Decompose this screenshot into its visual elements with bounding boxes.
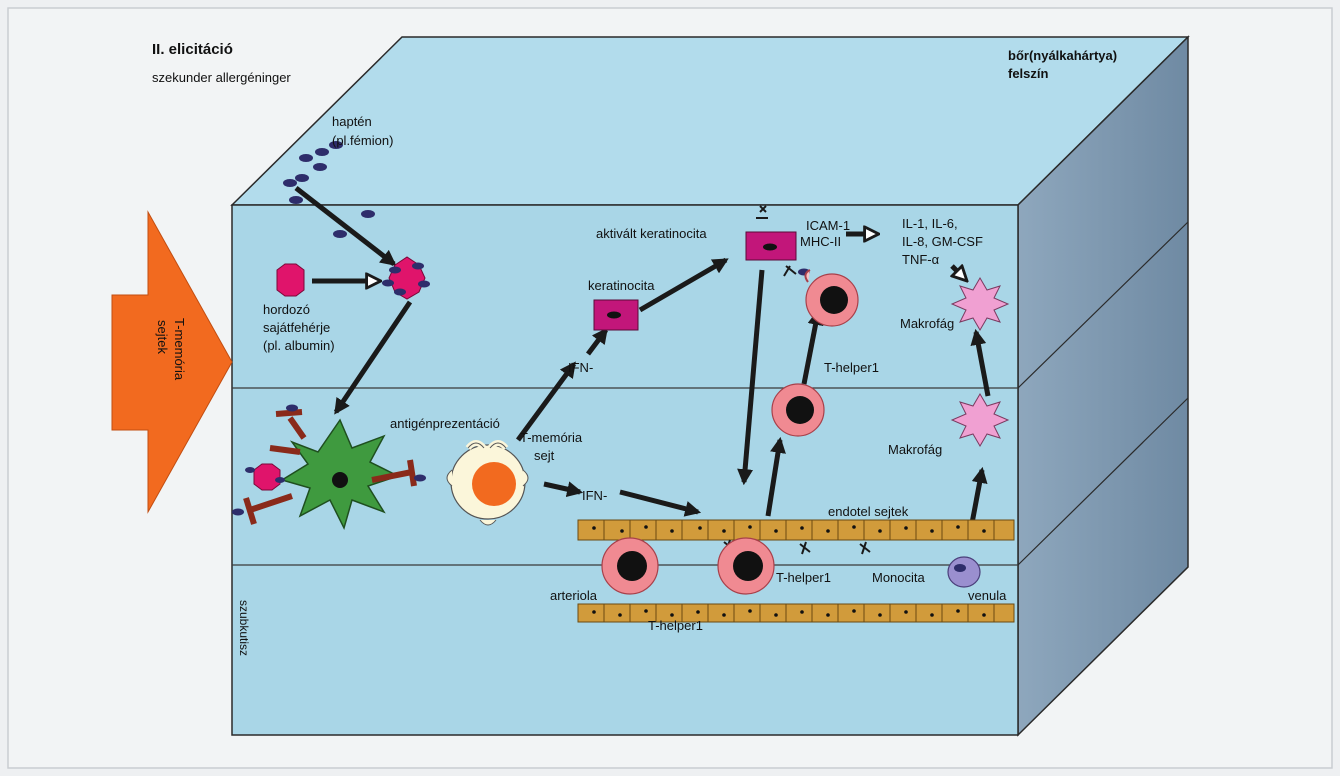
keratinocyte — [594, 300, 638, 330]
ifn-label-upper: IFN- — [568, 360, 593, 375]
hapten-label-line1: haptén — [332, 114, 372, 129]
t-memory-cell-label-line2: sejt — [534, 448, 555, 463]
carrier-protein — [277, 264, 304, 296]
mhc-label: MHC-II — [800, 234, 841, 249]
t-memory-arrow-label-line1: T-memória — [172, 318, 187, 381]
t-memory-cell-label-line1: T-memória — [520, 430, 583, 445]
endothelial-vessel-lower — [578, 604, 1014, 622]
t-helper-label-middle: T-helper1 — [776, 570, 831, 585]
keratinocyte-label: keratinocita — [588, 278, 655, 293]
icam-label: ICAM-1 — [806, 218, 850, 233]
t-helper-cell-middle — [772, 384, 824, 436]
venule-label: venula — [968, 588, 1007, 603]
activated-keratinocyte-label: aktivált keratinocita — [596, 226, 707, 241]
surface-label-line2: felszín — [1008, 66, 1049, 81]
endothelial-cells-label: endotel sejtek — [828, 504, 909, 519]
surface-label-line1: bőr(nyálkahártya) — [1008, 48, 1117, 63]
macrophage-upper — [952, 278, 1008, 330]
cytokines-label-line1: IL-1, IL-6, — [902, 216, 958, 231]
cytokines-label-line3: TNF-α — [902, 252, 940, 267]
t-helper-label-lower: T-helper1 — [648, 618, 703, 633]
carrier-label-line1: hordozó — [263, 302, 310, 317]
macrophage-label-upper: Makrofág — [900, 316, 954, 331]
macrophage-label-lower: Makrofág — [888, 442, 942, 457]
section-title: II. elicitáció — [152, 41, 233, 58]
antigen-presentation-label: antigénprezentáció — [390, 416, 500, 431]
t-helper-cell-vessel-left — [602, 538, 658, 594]
ifn-label-lower: IFN- — [582, 488, 607, 503]
carrier-label-line2: sajátfehérje — [263, 320, 330, 335]
t-helper-label-upper: T-helper1 — [824, 360, 879, 375]
monocyte — [948, 557, 980, 587]
subcutis-label: szubkutisz — [237, 600, 251, 656]
hapten-label-line2: (pl.fémion) — [332, 133, 393, 148]
cytokines-label-line2: IL-8, GM-CSF — [902, 234, 983, 249]
section-subtitle: szekunder allergéninger — [152, 70, 291, 85]
monocyte-label: Monocita — [872, 570, 926, 585]
macrophage-lower — [952, 394, 1008, 446]
t-memory-arrow-label-line2: sejtek — [155, 320, 170, 354]
t-helper-cell-vessel-right — [718, 538, 774, 594]
arteriole-label: arteriola — [550, 588, 598, 603]
carrier-label-line3: (pl. albumin) — [263, 338, 335, 353]
